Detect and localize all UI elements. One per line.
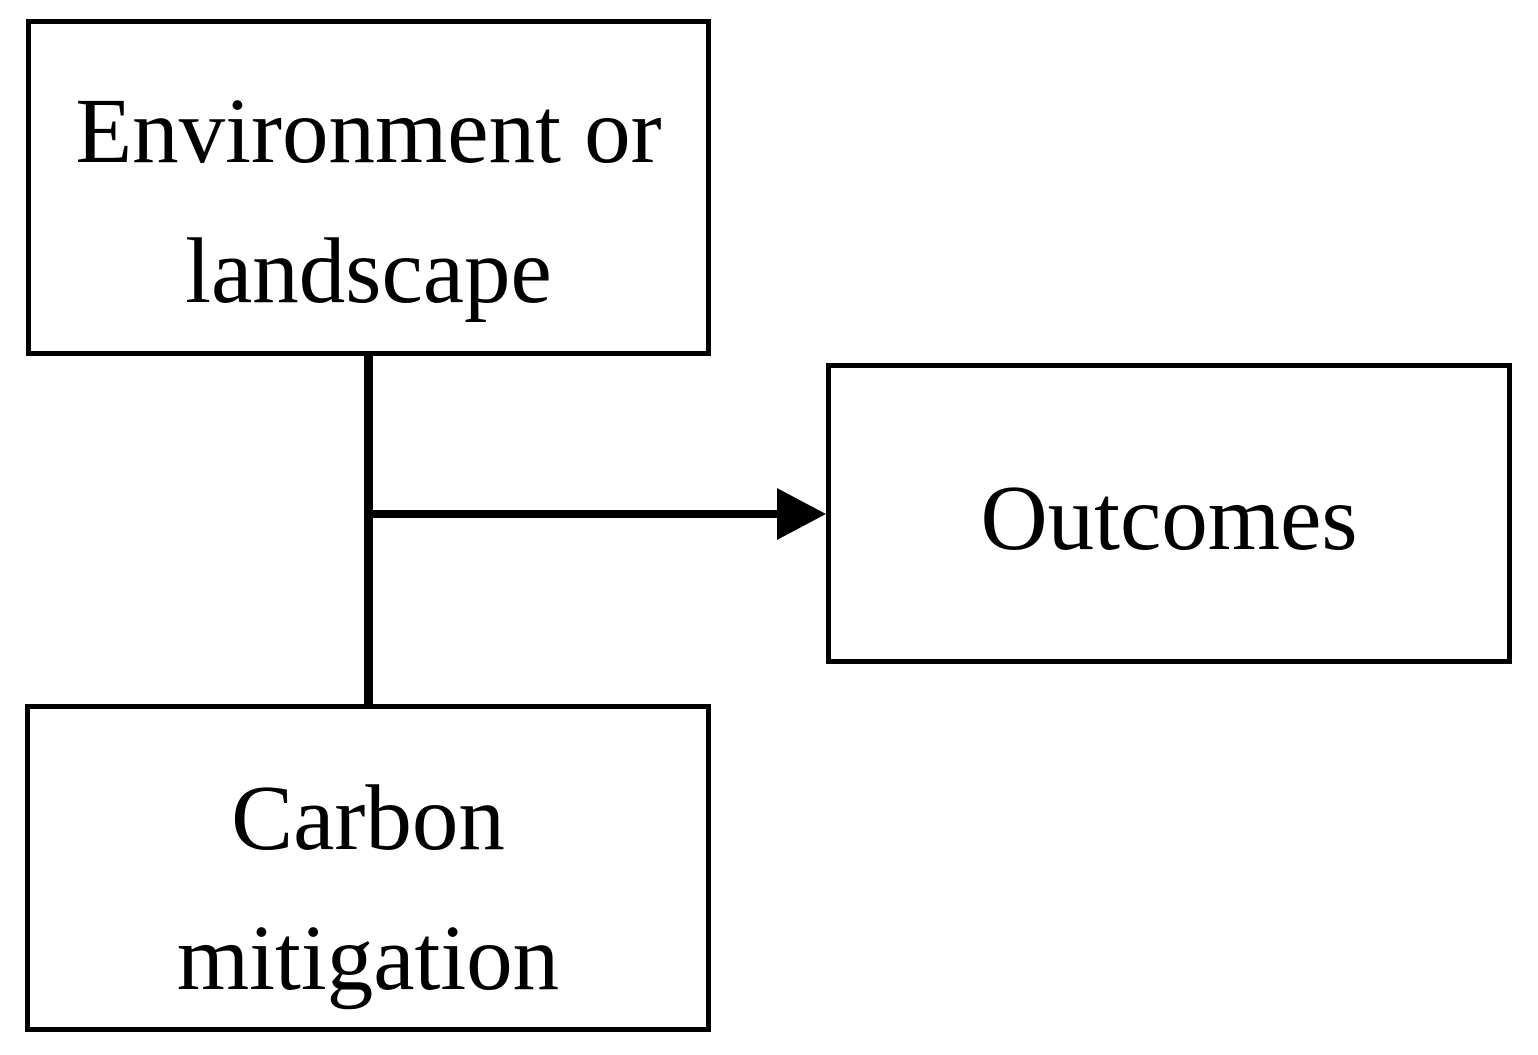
connector-vertical-line [364, 351, 373, 708]
node-carbon-label-line2: mitigation [176, 907, 560, 1010]
node-carbon-label-line1: Carbon [231, 767, 505, 870]
node-outcomes-label: Outcomes [980, 466, 1358, 570]
node-carbon-mitigation: Carbon mitigation [25, 704, 711, 1032]
node-environment-or-landscape: Environment or landscape [26, 19, 711, 356]
arrow-head-icon [777, 488, 826, 540]
connector-arrow-shaft [364, 510, 778, 518]
node-environment-label-line1: Environment or [75, 79, 662, 183]
node-environment-label-line2: landscape [185, 219, 552, 323]
node-outcomes: Outcomes [826, 363, 1512, 664]
